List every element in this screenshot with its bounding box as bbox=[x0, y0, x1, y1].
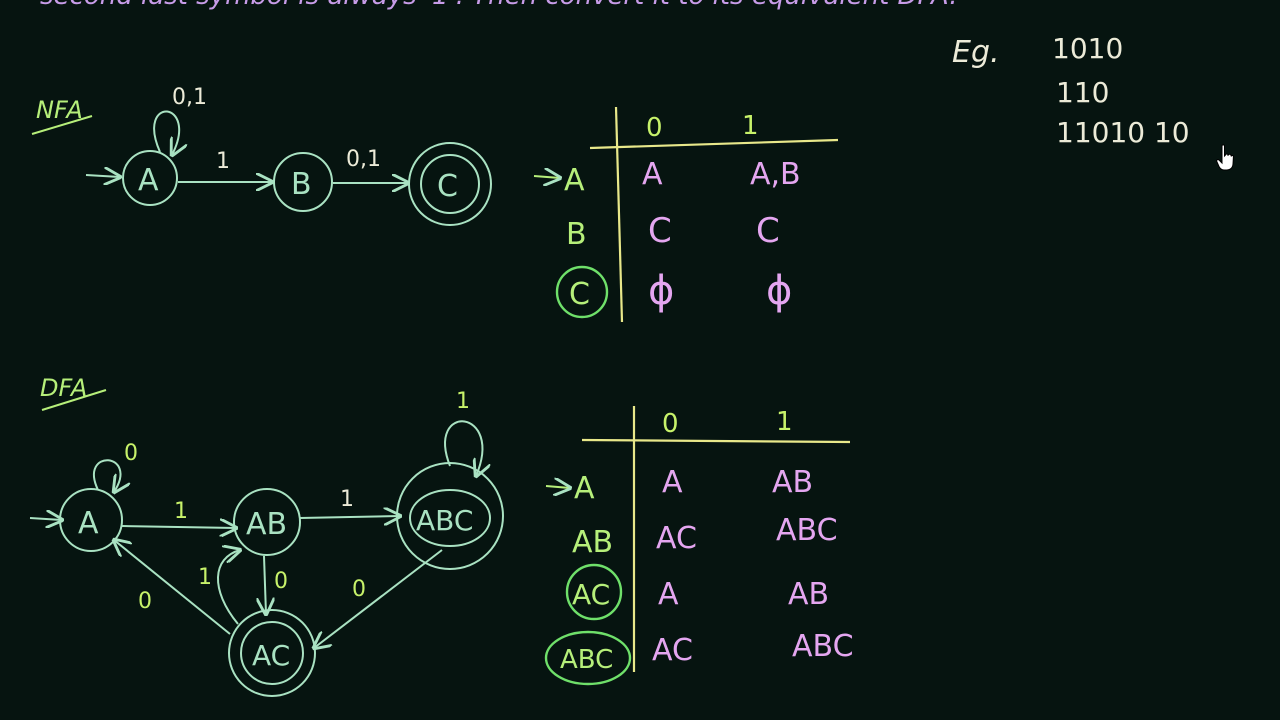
example-label: Eg. bbox=[952, 35, 1000, 70]
dfa-edge-label: 0 bbox=[138, 589, 152, 614]
nfa-state-c-label: C bbox=[437, 169, 458, 204]
dfa-edge-label: 1 bbox=[174, 499, 188, 524]
nfa-transition-table: 0 1 A A A,B B C C C ϕ ϕ bbox=[533, 106, 839, 323]
nfa-state-b-label: B bbox=[291, 167, 312, 202]
table-row-state: AC bbox=[572, 578, 610, 611]
dfa-edge-label: 1 bbox=[198, 565, 212, 590]
example-notes: Eg. 1010 110 11010 10 bbox=[952, 32, 1190, 149]
table-header-1: 1 bbox=[742, 111, 759, 141]
dfa-state-ab bbox=[233, 488, 301, 556]
table-cell: A bbox=[658, 577, 679, 612]
table-cell: ABC bbox=[792, 629, 854, 664]
table-cell: ABC bbox=[776, 513, 838, 548]
table-cell: A,B bbox=[750, 157, 801, 192]
table-cell: C bbox=[756, 211, 780, 251]
dfa-transition-table: 0 1 A A AB AB AC ABC AC A AB ABC AC ABC bbox=[544, 406, 854, 686]
table-row-state: ABC bbox=[560, 645, 613, 675]
dfa-state-ac-label: AC bbox=[252, 639, 290, 672]
nfa-edge-label: 0,1 bbox=[346, 147, 381, 172]
dfa-state-a-label: A bbox=[78, 506, 99, 541]
dfa-edge-label: 0 bbox=[352, 577, 366, 602]
dfa-diagram bbox=[29, 420, 504, 697]
table-row-state: C bbox=[569, 277, 590, 312]
hand-pointer-icon bbox=[1216, 144, 1234, 171]
dfa-state-ac bbox=[228, 609, 316, 697]
table-cell: AB bbox=[788, 577, 829, 612]
table-cell: AC bbox=[656, 521, 697, 556]
table-cell: A bbox=[662, 465, 683, 500]
table-cell: C bbox=[648, 211, 672, 251]
dfa-edge-label: 1 bbox=[456, 389, 470, 414]
table-cell: ϕ bbox=[648, 268, 674, 314]
dfa-state-a bbox=[59, 488, 123, 552]
dfa-edge-label: 1 bbox=[340, 487, 354, 512]
table-cell: A bbox=[642, 157, 663, 192]
table-row-state: B bbox=[566, 217, 587, 252]
nfa-edge-label: 0,1 bbox=[172, 85, 207, 110]
table-row-state: A bbox=[574, 471, 595, 506]
table-header-0: 0 bbox=[646, 113, 663, 143]
nfa-label: NFA bbox=[36, 96, 83, 124]
table-cell: AC bbox=[652, 633, 693, 668]
table-row-state: AB bbox=[572, 525, 613, 560]
example-string: 110 bbox=[1056, 76, 1109, 109]
dfa-state-abc bbox=[396, 462, 504, 570]
caption-text: second last symbol is always '1'. Then c… bbox=[40, 0, 958, 11]
dfa-state-ab-label: AB bbox=[246, 507, 287, 542]
nfa-state-a-label: A bbox=[138, 163, 159, 198]
nfa-state-b bbox=[273, 152, 333, 212]
table-row-state: A bbox=[564, 163, 585, 198]
table-header-0: 0 bbox=[662, 409, 679, 439]
nfa-state-c bbox=[408, 142, 492, 226]
dfa-edge-label: 0 bbox=[274, 569, 288, 594]
example-string: 1010 bbox=[1052, 32, 1123, 65]
dfa-state-abc-label: ABC bbox=[416, 504, 473, 537]
nfa-diagram bbox=[85, 110, 492, 226]
example-string: 11010 10 bbox=[1056, 116, 1190, 149]
nfa-state-a bbox=[122, 150, 178, 206]
nfa-edge-label: 1 bbox=[216, 149, 230, 174]
table-header-1: 1 bbox=[776, 407, 793, 437]
table-cell: ϕ bbox=[766, 268, 792, 314]
dfa-edge-label: 0 bbox=[124, 441, 138, 466]
table-cell: AB bbox=[772, 465, 813, 500]
